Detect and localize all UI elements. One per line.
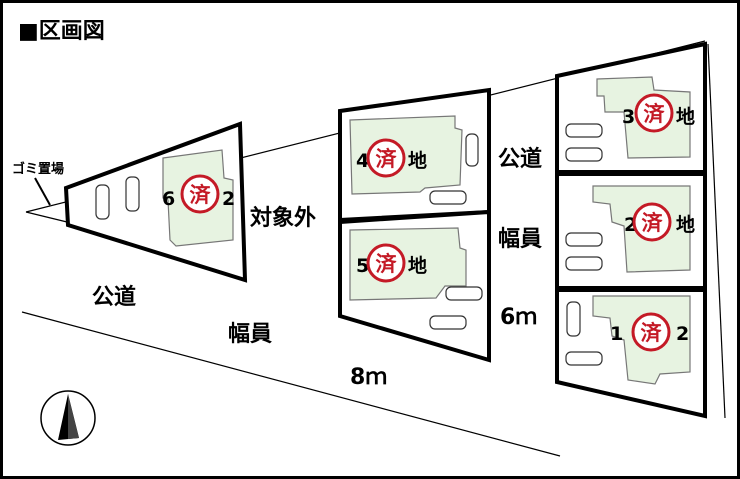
stamp-circle — [366, 243, 406, 283]
road-line-left — [25, 211, 68, 223]
lot-3-car-1 — [565, 123, 603, 138]
lot-2: 2 地 — [555, 172, 707, 290]
lot-5-number: 5 — [356, 255, 369, 277]
lot-6: 6 2 — [63, 121, 248, 283]
stamp-label: 済 — [376, 147, 398, 171]
lot-5-car-1 — [445, 286, 483, 301]
public-road-right-label: 公道 — [498, 146, 542, 172]
lot-1-number: 1 — [610, 323, 623, 345]
lot-3-number: 3 — [622, 106, 635, 128]
lot-5-car-2 — [429, 315, 467, 330]
stamp-label: 済 — [644, 102, 666, 126]
lot-1-car-1 — [566, 301, 581, 337]
lot-2-suffix: 地 — [676, 213, 695, 236]
sold-stamp-lot-5: 済 — [366, 243, 406, 283]
sold-stamp-lot-4: 済 — [366, 138, 406, 178]
lot-5: 5 地 — [338, 209, 491, 363]
stamp-circle — [634, 93, 674, 133]
stamp-label: 済 — [642, 211, 664, 235]
public-road-bottom-label: 公道 — [92, 284, 136, 310]
stamp-circle — [631, 312, 671, 352]
road-width-right-label: 幅員 — [498, 227, 542, 252]
sold-stamp-lot-1: 済 — [631, 312, 671, 352]
lot-4-number: 4 — [356, 150, 369, 172]
lot-6-car-1 — [95, 184, 110, 220]
road-line-bottom — [21, 311, 561, 457]
stamp-circle — [632, 202, 672, 242]
lot-4-car-1 — [465, 133, 479, 167]
lot-6-suffix: 2 — [222, 188, 235, 210]
sold-stamp-lot-3: 済 — [634, 93, 674, 133]
lot-4: 4 地 — [338, 87, 491, 223]
lot-1-car-2 — [565, 351, 603, 366]
lot-6-number: 6 — [162, 188, 175, 210]
road-width-right-value: 6ｍ — [500, 305, 537, 330]
stamp-label: 済 — [376, 252, 398, 276]
sold-stamp-lot-2: 済 — [632, 202, 672, 242]
lot-1: 1 2 — [555, 288, 707, 419]
road-width-bottom-value: 8ｍ — [350, 365, 387, 390]
lot-1-suffix: 2 — [676, 323, 689, 345]
stamp-circle — [180, 174, 220, 214]
garbage-pointer — [34, 177, 51, 206]
lot-3-suffix: 地 — [676, 105, 695, 128]
lot-4-suffix: 地 — [408, 149, 427, 172]
page-title: ■区画図 — [18, 19, 105, 44]
lot-3-car-2 — [565, 147, 603, 162]
lot-3: 3 地 — [555, 41, 707, 174]
lot-4-car-2 — [429, 190, 467, 205]
road-width-bottom-label: 幅員 — [228, 322, 272, 347]
stamp-circle — [366, 138, 406, 178]
excluded-area-label: 対象外 — [250, 205, 316, 231]
lot-5-suffix: 地 — [408, 254, 427, 277]
road-line-right — [707, 43, 726, 419]
lot-2-car-2 — [565, 256, 603, 271]
north-arrow-icon — [40, 390, 96, 446]
stamp-label: 済 — [190, 183, 212, 207]
garbage-label: ゴミ置場 — [12, 161, 64, 177]
sold-stamp-lot-6: 済 — [180, 174, 220, 214]
lot-6-car-2 — [125, 176, 140, 212]
lot-2-car-1 — [565, 232, 603, 247]
stamp-label: 済 — [641, 321, 663, 345]
